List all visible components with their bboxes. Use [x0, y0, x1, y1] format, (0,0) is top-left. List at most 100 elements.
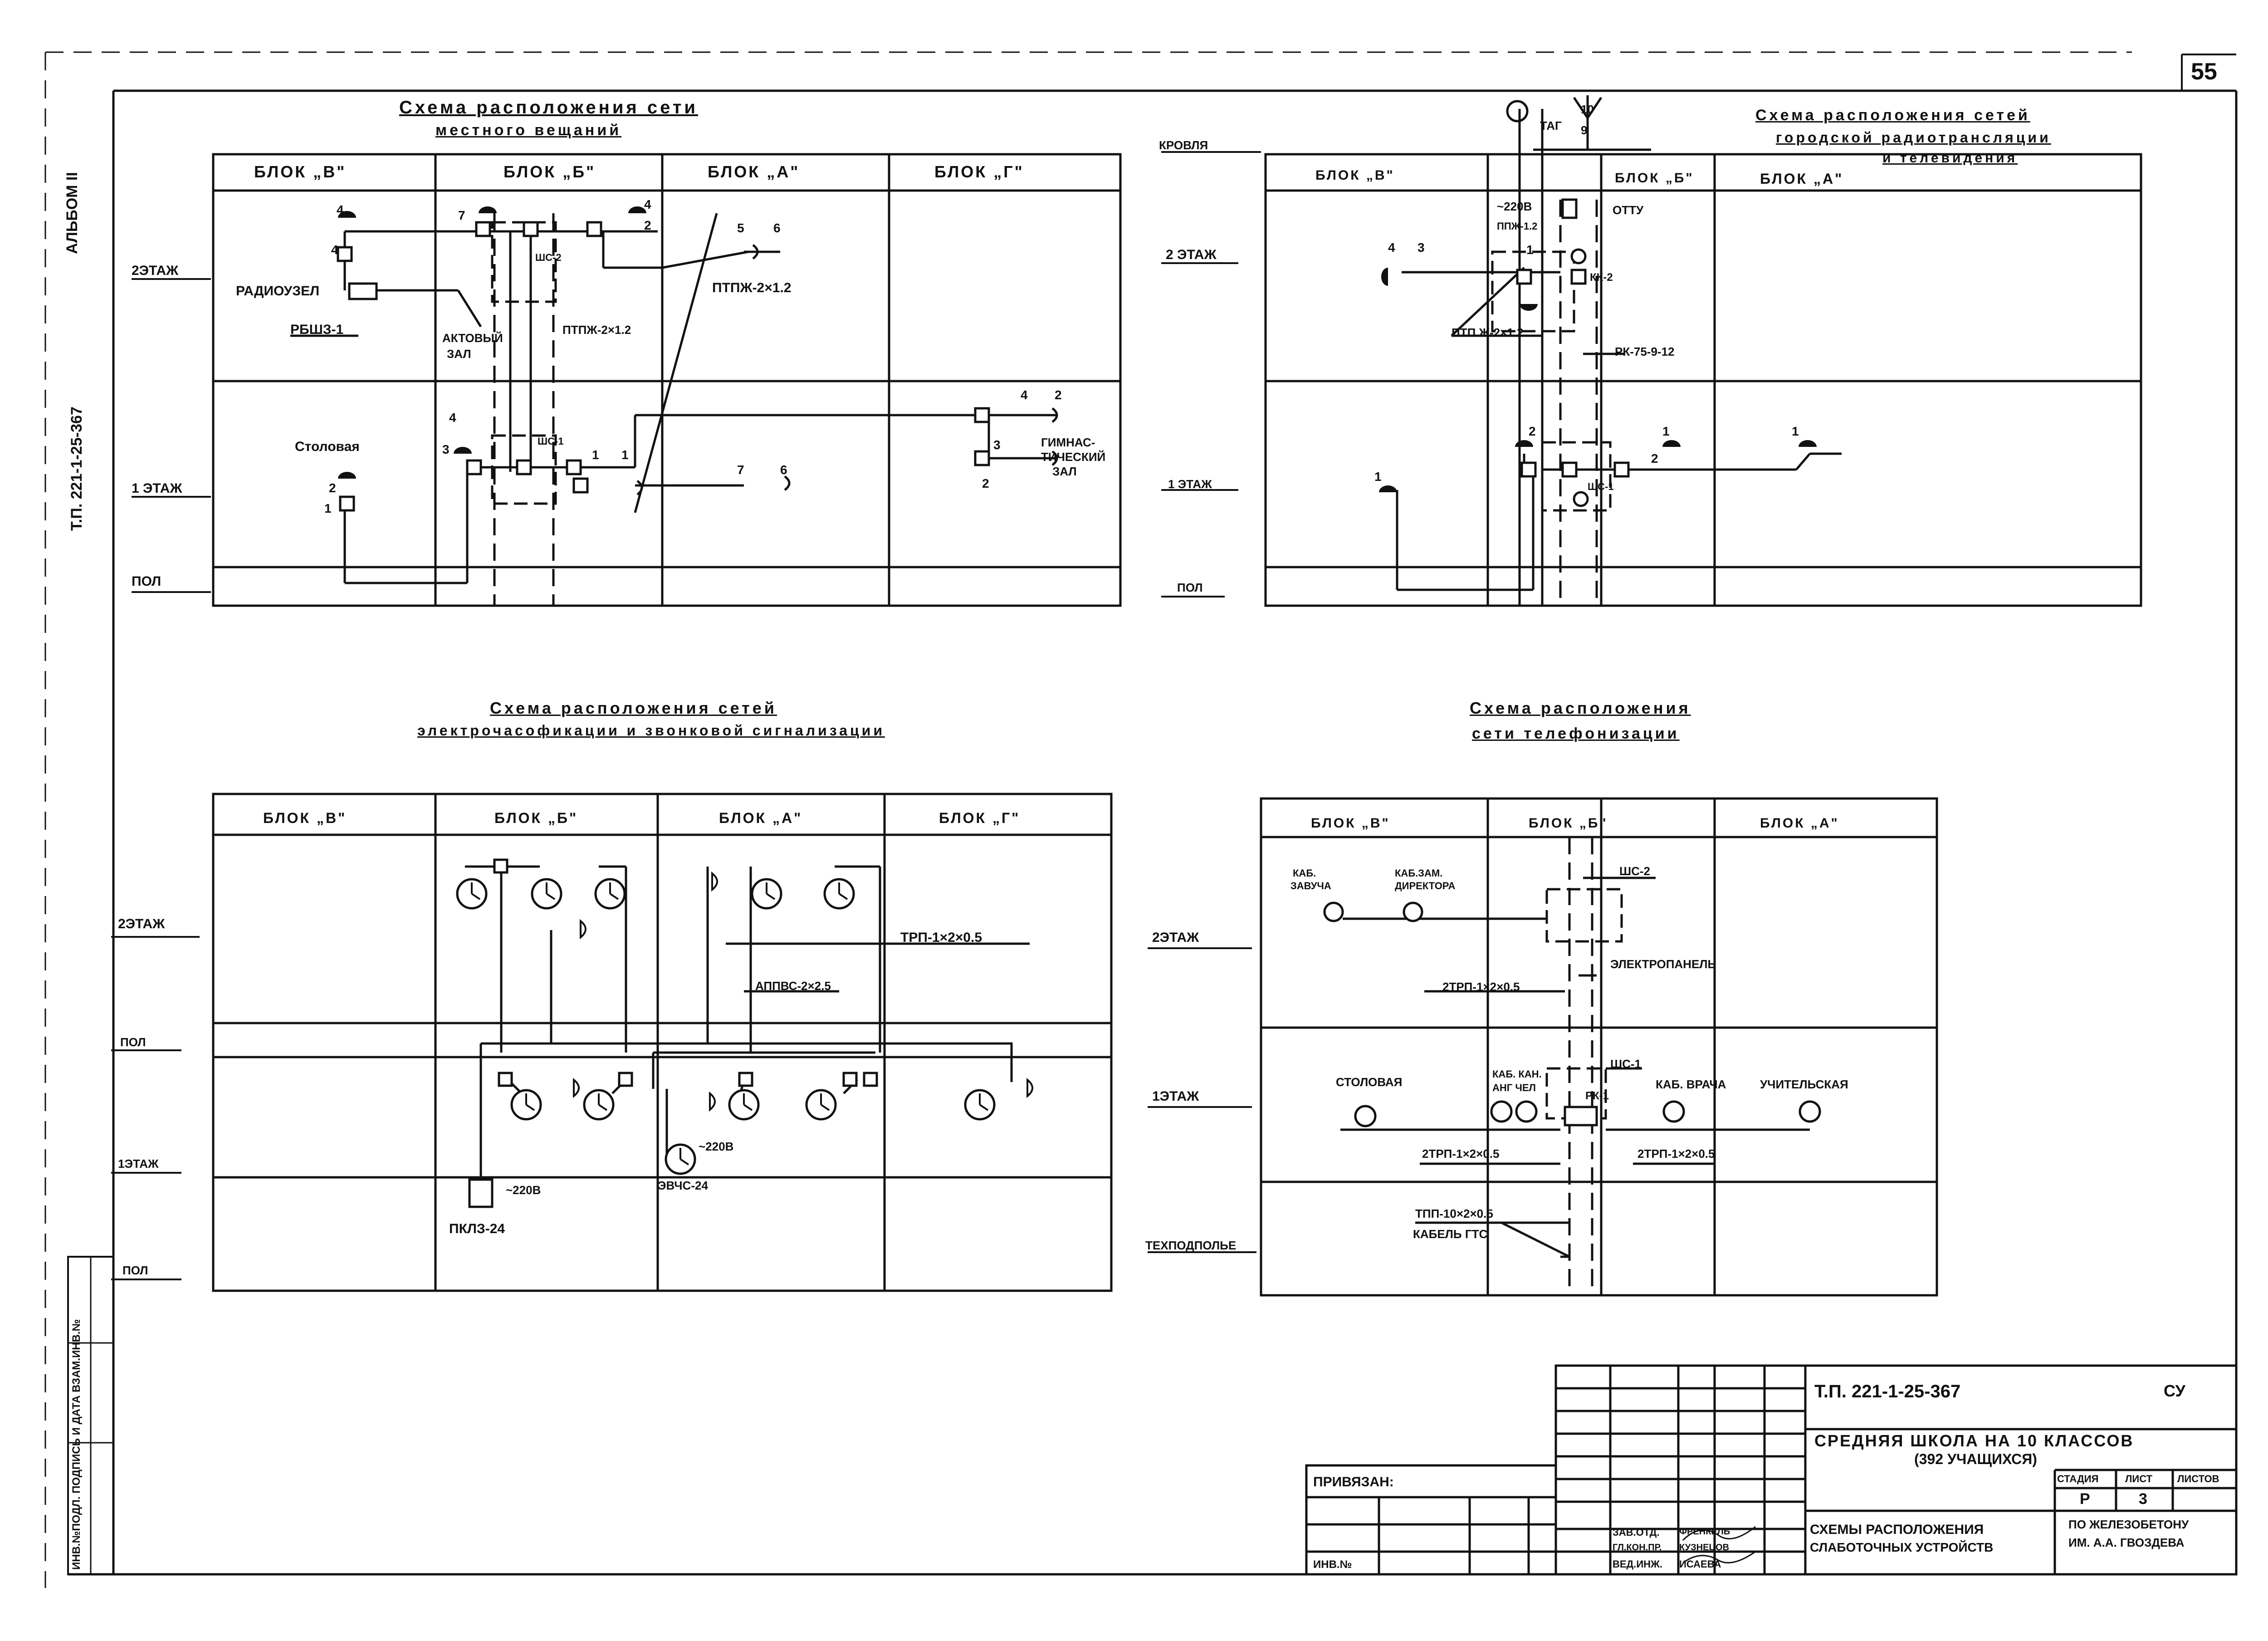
svg-text:6: 6 — [780, 463, 787, 477]
d4-kab-dir-1: КАБ.ЗАМ. — [1395, 867, 1443, 879]
d1-sh2: ШС-2 — [535, 252, 562, 263]
d1-block-g: БЛОК „Г" — [934, 162, 1024, 181]
d4-block-v: БЛОК „В" — [1311, 816, 1390, 831]
d1-sh1: ШС-1 — [538, 436, 564, 447]
d1-row-floor: ПОЛ — [132, 574, 161, 589]
d2-row-roof: КРОВЛЯ — [1159, 138, 1208, 152]
d4-block-b: БЛОК „Б" — [1529, 816, 1608, 831]
svg-text:4: 4 — [1021, 388, 1028, 402]
d3-trp: ТРП-1×2×0.5 — [900, 930, 982, 945]
stamp-org-1: ПО ЖЕЛЕЗОБЕТОНУ — [2068, 1518, 2189, 1531]
d3-220v-b: ~220В — [699, 1140, 734, 1153]
stamp-role-1: ЗАВ.ОТД. — [1613, 1527, 1660, 1538]
d1-title-1: Схема расположения сети — [399, 98, 699, 118]
svg-text:7: 7 — [737, 463, 744, 477]
d3-block-g: БЛОК „Г" — [939, 810, 1021, 826]
stamp-drawing-1: СХЕМЫ РАСПОЛОЖЕНИЯ — [1810, 1522, 1984, 1537]
d1-title-2: местного вещаний — [435, 122, 622, 139]
d2-tag: ТАГ — [1540, 119, 1562, 132]
stamp-org-2: ИМ. А.А. ГВОЗДЕВА — [2068, 1536, 2185, 1549]
d1-ptpzh-1: ПТПЖ-2×1.2 — [712, 280, 792, 295]
stamp-sheet: 3 — [2139, 1490, 2147, 1508]
svg-text:1: 1 — [621, 448, 629, 462]
d4-rk1: РК-1 — [1585, 1090, 1609, 1102]
d3-row-floor-a: ПОЛ — [120, 1035, 146, 1049]
d1-gym-3: ЗАЛ — [1052, 465, 1077, 478]
d2-ppzh: ППЖ-1.2 — [1497, 220, 1538, 232]
d1-radiouzel: РАДИОУЗЕЛ — [236, 284, 320, 299]
d4-trp4: 2ТРП-1×2×0.5 — [1637, 1147, 1715, 1161]
svg-text:4: 4 — [331, 243, 338, 257]
d3-title-1: Схема расположения сетей — [490, 699, 777, 717]
stamp-stage-h: СТАДИЯ — [2057, 1473, 2099, 1484]
svg-text:7: 7 — [458, 208, 465, 222]
d2-block-a: БЛОК „А" — [1760, 171, 1844, 187]
d2-sh1: ШС-1 — [1588, 481, 1614, 492]
d1-block-v: БЛОК „В" — [254, 162, 347, 181]
d1-block-b: БЛОК „Б" — [503, 162, 596, 181]
d4-kab-vracha: КАБ. ВРАЧА — [1656, 1078, 1726, 1091]
d2-block-v: БЛОК „В" — [1315, 168, 1395, 183]
d2-ottu: ОТТУ — [1613, 203, 1644, 217]
stamp-sheet-h: ЛИСТ — [2125, 1473, 2153, 1484]
d2-row-floor: ПОЛ — [1177, 581, 1203, 594]
svg-text:2: 2 — [329, 481, 336, 495]
stamp-privyazan: ПРИВЯЗАН: — [1313, 1474, 1394, 1489]
stamp-code: Т.П. 221-1-25-367 — [1814, 1381, 1961, 1401]
d3-row-floor-b: ПОЛ — [122, 1264, 148, 1277]
d2-block-b: БЛОК „Б" — [1615, 171, 1694, 186]
d1-rbshz: РБШЗ-1 — [290, 322, 344, 337]
stamp-person-1: ФРЕНКЕЛЬ — [1679, 1527, 1730, 1537]
d4-kab-zavucha-1: КАБ. — [1293, 867, 1316, 879]
stamp-inv: ИНВ.№ — [1313, 1558, 1352, 1571]
stamp-drawing-2: СЛАБОТОЧНЫХ УСТРОЙСТВ — [1810, 1540, 1994, 1554]
d4-kabel: КАБЕЛЬ ГТС — [1413, 1227, 1488, 1241]
svg-text:1: 1 — [324, 501, 332, 515]
d3-block-b: БЛОК „Б" — [494, 810, 578, 826]
stamp-role-2: ГЛ.КОН.ПР. — [1613, 1543, 1662, 1553]
d3-ev: ЭВЧС-24 — [658, 1179, 708, 1192]
d1-row-2floor: 2ЭТАЖ — [132, 263, 179, 278]
d4-title-2: сети телефонизации — [1472, 725, 1680, 742]
d4-row-techfloor: ТЕХПОДПОЛЬЕ — [1145, 1239, 1237, 1252]
stamp-person-3: ИСАЕВА — [1679, 1558, 1721, 1570]
d4-kab-zavucha-2: ЗАВУЧА — [1290, 880, 1331, 892]
svg-text:1: 1 — [1792, 424, 1799, 438]
d1-akt-2: ЗАЛ — [447, 347, 471, 361]
d2-rk: РК-75-9-12 — [1615, 345, 1675, 358]
stamp-name-1: СРЕДНЯЯ ШКОЛА НА 10 КЛАССОВ — [1814, 1431, 2134, 1450]
d4-title-1: Схема расположения — [1470, 699, 1691, 717]
d4-kab-dir-2: ДИРЕКТОРА — [1395, 880, 1456, 892]
d4-elpanel: ЭЛЕКТРОПАНЕЛЬ — [1610, 957, 1716, 971]
svg-text:1: 1 — [1374, 470, 1382, 484]
d3-appv: АППВС-2×2.5 — [755, 979, 831, 993]
page-number: 55 — [2191, 59, 2217, 85]
d4-block-a: БЛОК „А" — [1760, 816, 1839, 831]
svg-text:1: 1 — [592, 448, 599, 462]
stamp-sheets-h: ЛИСТОВ — [2177, 1473, 2219, 1484]
d4-row-1floor: 1ЭТАЖ — [1152, 1089, 1199, 1104]
svg-text:5: 5 — [737, 221, 744, 235]
svg-text:2: 2 — [1529, 424, 1536, 438]
svg-text:2: 2 — [644, 218, 651, 232]
svg-text:1: 1 — [1662, 424, 1670, 438]
d4-tpp: ТПП-10×2×0.5 — [1415, 1207, 1493, 1220]
d2-row-1floor: 1 ЭТАЖ — [1168, 477, 1212, 491]
svg-text:6: 6 — [773, 221, 781, 235]
d3-220v-a: ~220В — [506, 1183, 541, 1197]
d4-trp2: 2ТРП-1×2×0.5 — [1442, 980, 1520, 994]
d4-uchitelskaya: УЧИТЕЛЬСКАЯ — [1760, 1078, 1848, 1091]
stamp-mark: СУ — [2164, 1381, 2185, 1400]
d4-stolovaya: СТОЛОВАЯ — [1336, 1075, 1403, 1089]
d2-title-1: Схема расположения сетей — [1755, 107, 2030, 124]
d2-row-2floor: 2 ЭТАЖ — [1166, 247, 1217, 262]
stamp-person-2: КУЗНЕЦОВ — [1679, 1543, 1730, 1553]
d1-gym-1: ГИМНАС- — [1041, 436, 1095, 449]
d3-row-1floor: 1ЭТАЖ — [118, 1157, 159, 1171]
